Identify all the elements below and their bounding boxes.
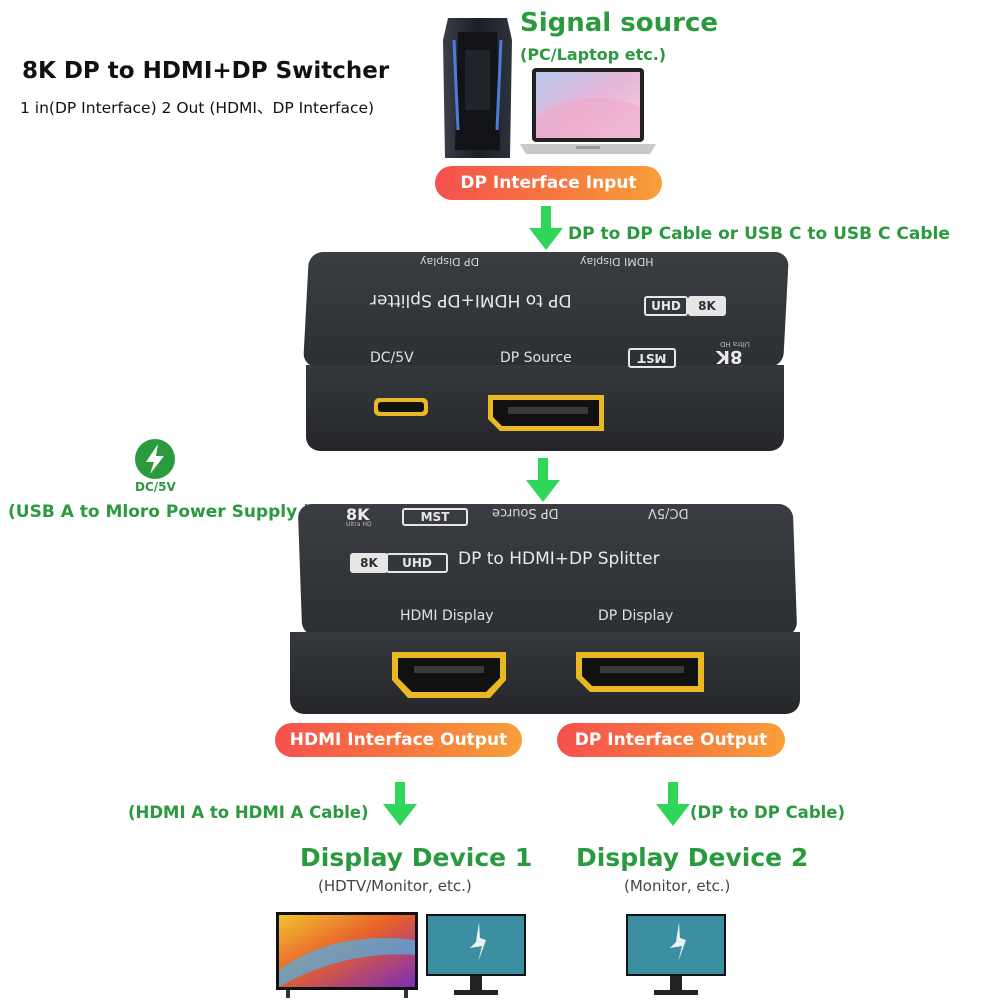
- back-mst-badge: MST: [628, 348, 676, 368]
- back-ultra-hd-text: Ultra HD: [720, 340, 750, 348]
- back-hdmi-display-text: HDMI Display: [580, 255, 654, 268]
- back-8k-badge: 8K: [688, 296, 726, 316]
- dp-cable-label: (DP to DP Cable): [690, 803, 846, 822]
- lightning-power-icon: [135, 439, 175, 479]
- down-arrow-icon: [383, 782, 417, 826]
- back-dc-port-label: DC/5V: [370, 350, 414, 366]
- laptop-icon: [520, 68, 656, 154]
- monitor-1-icon: [426, 914, 526, 995]
- hdmi-port-icon: [392, 652, 506, 698]
- back-uhd-badge: UHD: [644, 296, 688, 316]
- front-dp-port-label: DP Display: [598, 608, 674, 624]
- display-device-1-title: Display Device 1: [300, 843, 533, 872]
- input-cable-label: DP to DP Cable or USB C to USB C Cable: [568, 224, 950, 244]
- signal-source-title: Signal source: [520, 8, 718, 38]
- display-device-2-title: Display Device 2: [576, 843, 809, 872]
- front-8k-badge: 8K: [350, 553, 388, 573]
- down-arrow-icon: [656, 782, 690, 826]
- pc-tower-icon: [443, 18, 512, 158]
- back-dp-source-label: DP Source: [500, 350, 572, 366]
- back-device-name: DP to HDMI+DP Splitter: [370, 290, 572, 310]
- front-dc-text: DC/5V: [648, 505, 689, 520]
- down-arrow-icon: [529, 206, 563, 250]
- front-uhd-badge: UHD: [386, 553, 448, 573]
- back-dp-display-text: DP Display: [420, 255, 480, 268]
- micro-usb-port-icon: [374, 398, 428, 416]
- front-ultra-hd-text: Ultra HD: [346, 521, 372, 528]
- power-label: DC/5V: [135, 480, 176, 494]
- front-hdmi-port-label: HDMI Display: [400, 608, 494, 624]
- dp-input-pill: DP Interface Input: [435, 166, 662, 200]
- back-8k-logo: 8K: [716, 346, 743, 367]
- down-arrow-icon: [526, 458, 560, 502]
- hdmi-cable-label: (HDMI A to HDMI A Cable): [128, 803, 369, 822]
- power-supply-label: (USB A to Mloro Power Supply ): [8, 502, 311, 522]
- hdtv-icon: [276, 912, 418, 998]
- signal-source-subtitle: (PC/Laptop etc.): [520, 45, 667, 64]
- page-title: 8K DP to HDMI+DP Switcher: [22, 58, 390, 84]
- dp-source-port-icon: [488, 395, 604, 431]
- display-device-1-subtitle: (HDTV/Monitor, etc.): [318, 877, 472, 895]
- front-mst-badge: MST: [402, 508, 468, 526]
- hdmi-output-pill: HDMI Interface Output: [275, 723, 522, 757]
- front-device-name: DP to HDMI+DP Splitter: [458, 549, 660, 569]
- page-subtitle: 1 in(DP Interface) 2 Out (HDMI、DP Interf…: [20, 99, 375, 117]
- front-8k-logo: 8K: [346, 505, 370, 524]
- dp-output-pill: DP Interface Output: [557, 723, 785, 757]
- front-dp-source-text: DP Source: [492, 505, 559, 520]
- monitor-2-icon: [626, 914, 726, 995]
- display-device-2-subtitle: (Monitor, etc.): [624, 877, 731, 895]
- dp-output-port-icon: [576, 652, 704, 692]
